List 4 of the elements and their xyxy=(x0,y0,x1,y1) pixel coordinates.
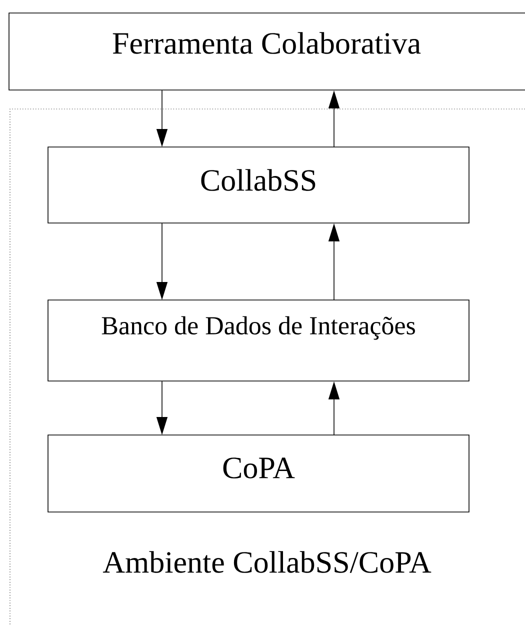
component-box: Ferramenta Colaborativa xyxy=(8,12,525,90)
component-box: CoPA xyxy=(48,434,470,512)
component-box: CollabSS xyxy=(48,146,470,224)
component-box: Banco de Dados de Interações xyxy=(48,300,470,382)
